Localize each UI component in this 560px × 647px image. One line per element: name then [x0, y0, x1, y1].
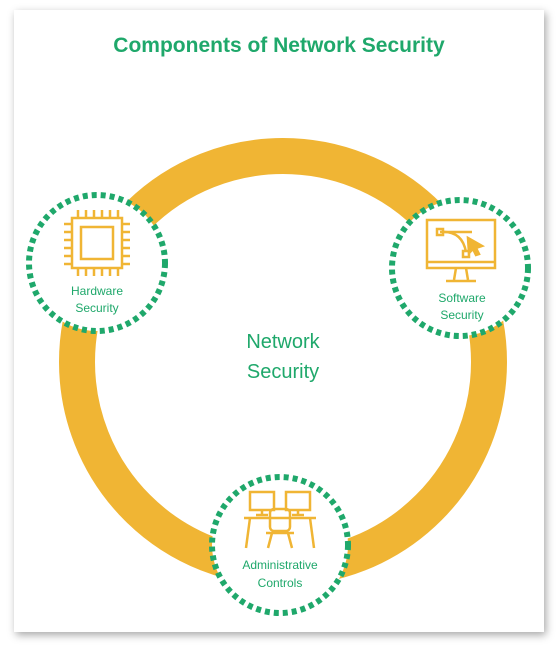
cpu-chip-icon: [64, 210, 130, 276]
diagram-title: Components of Network Security: [113, 34, 445, 57]
hardware-label-line2: Security: [75, 301, 118, 315]
node-administrative-controls: Administrative Controls: [209, 474, 351, 616]
hardware-label-line1: Hardware: [71, 284, 123, 298]
center-label-line1: Network: [246, 331, 320, 353]
monitor-vector-icon: [425, 218, 497, 283]
node-software-security: Software Security: [389, 197, 531, 339]
admin-label-line2: Controls: [258, 576, 303, 590]
software-label-line1: Software: [438, 291, 486, 305]
software-label-line2: Security: [440, 308, 483, 322]
workstation-desks-icon: [244, 490, 316, 549]
node-hardware-security: Hardware Security: [26, 192, 168, 334]
admin-label-line1: Administrative: [242, 558, 318, 572]
center-label-line2: Security: [247, 361, 319, 383]
